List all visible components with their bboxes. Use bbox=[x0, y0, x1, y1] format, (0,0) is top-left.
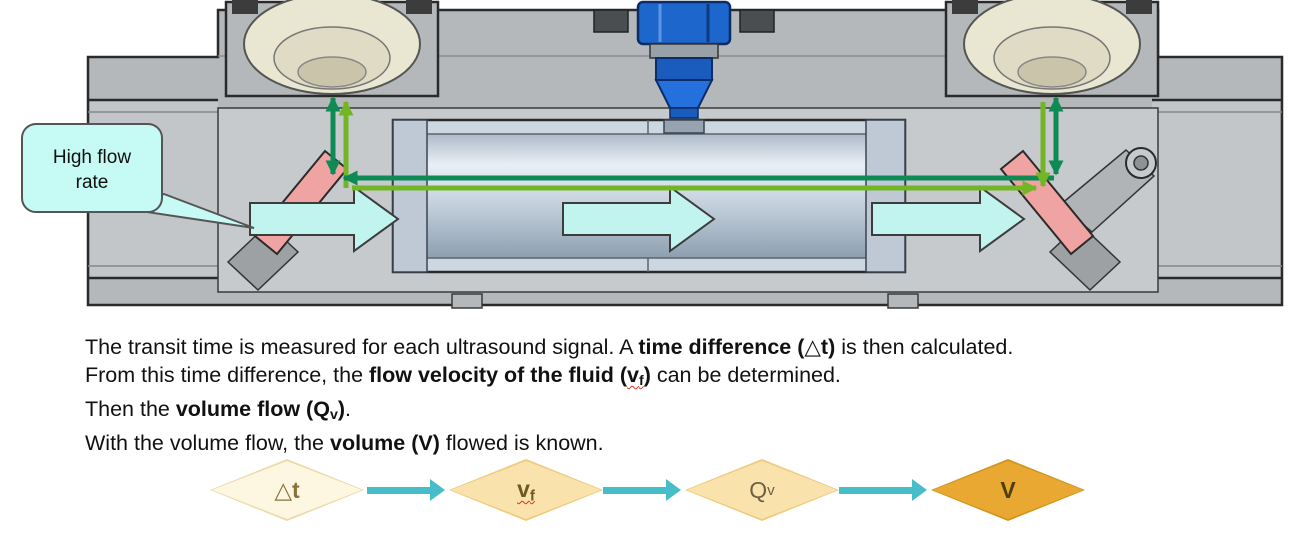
sensor-port bbox=[663, 119, 705, 134]
transducer-left bbox=[224, 0, 440, 98]
vf-symbol: vf bbox=[627, 363, 644, 390]
flow-arrow bbox=[562, 185, 716, 253]
bottom-slot bbox=[451, 293, 483, 309]
flowchart-node-delta-t: △t bbox=[210, 459, 364, 521]
clamp-screw bbox=[406, 0, 432, 14]
text-run: can be determined. bbox=[650, 363, 841, 387]
text-run: is then calculated. bbox=[835, 335, 1014, 359]
outlet-bore bbox=[1152, 100, 1280, 278]
text-run: From this time difference, the bbox=[85, 363, 369, 387]
bold-term-volume: volume (V) bbox=[329, 431, 440, 456]
tube-flange-right bbox=[865, 119, 906, 273]
clamp-screw bbox=[952, 0, 978, 14]
text-run: With the volume flow, the bbox=[85, 431, 330, 456]
flow-arrow bbox=[871, 185, 1026, 253]
clamp-screw bbox=[1126, 0, 1152, 14]
callout-text-line1: High flow bbox=[53, 147, 131, 168]
node-label: △t bbox=[274, 476, 300, 503]
flowmeter-cross-section: High flow rate bbox=[21, 0, 1284, 309]
bottom-slot bbox=[887, 293, 919, 309]
node-label: V bbox=[1000, 476, 1016, 503]
text-run: flowed is known. bbox=[439, 431, 604, 456]
measuring-tube bbox=[391, 118, 907, 274]
transducer-face bbox=[1017, 56, 1087, 88]
arrow-head bbox=[912, 479, 927, 501]
diamond-shape bbox=[449, 459, 603, 521]
explanation-line-1: The transit time is measured for each ul… bbox=[85, 333, 1265, 361]
explanation-line-2: From this time difference, the flow velo… bbox=[85, 361, 1265, 395]
flowmeter-diagram: High flow rate bbox=[21, 0, 1284, 309]
flowchart-node-vf: vf bbox=[449, 459, 603, 521]
tube-flange-left bbox=[392, 119, 428, 273]
clamp-block bbox=[593, 9, 629, 33]
bold-term-volume-flow: volume flow (Qv) bbox=[175, 397, 345, 424]
flowchart-arrow bbox=[367, 479, 445, 501]
text-run: The transit time is measured for each ul… bbox=[85, 335, 639, 359]
text-run: Then the bbox=[85, 397, 176, 422]
callout-box bbox=[21, 123, 163, 213]
clamp-screw bbox=[232, 0, 258, 14]
flow-arrows bbox=[249, 185, 1026, 253]
flow-arrow bbox=[249, 185, 400, 253]
node-label: vf bbox=[517, 475, 535, 505]
high-flow-callout: High flow rate bbox=[21, 123, 255, 229]
flowchart-arrow bbox=[603, 479, 681, 501]
clamp-block bbox=[739, 9, 775, 33]
text-run: . bbox=[345, 397, 351, 422]
bold-term-flow-velocity: flow velocity of the fluid (vf) bbox=[369, 363, 651, 390]
arrow-head bbox=[430, 479, 445, 501]
diamond-shape bbox=[685, 459, 839, 521]
sensor-tip bbox=[669, 107, 699, 119]
flowchart-arrow bbox=[839, 479, 927, 501]
tube-bore bbox=[397, 133, 901, 259]
diamond-shape bbox=[210, 459, 364, 521]
transducer-right bbox=[944, 0, 1160, 98]
diamond-shape bbox=[931, 459, 1085, 521]
callout-text-line2: rate bbox=[76, 172, 109, 193]
sensor-collar bbox=[649, 43, 719, 59]
explanation-line-3: Then the volume flow (Qv). bbox=[85, 395, 1265, 429]
flowchart-node-v: V bbox=[931, 459, 1085, 521]
explanation-text: The transit time is measured for each ul… bbox=[85, 333, 1265, 457]
sensor-hex-cap bbox=[636, 0, 732, 46]
ultrasound-path bbox=[325, 96, 1064, 196]
temperature-sensor bbox=[636, 0, 732, 119]
sensor-neck bbox=[655, 57, 713, 81]
arrow-head bbox=[666, 479, 681, 501]
hinge-pin-center bbox=[1133, 155, 1149, 171]
bold-term-time-difference: time difference (△t) bbox=[638, 335, 836, 359]
transducer-face bbox=[297, 56, 367, 88]
explanation-line-4: With the volume flow, the volume (V) flo… bbox=[85, 429, 1265, 457]
